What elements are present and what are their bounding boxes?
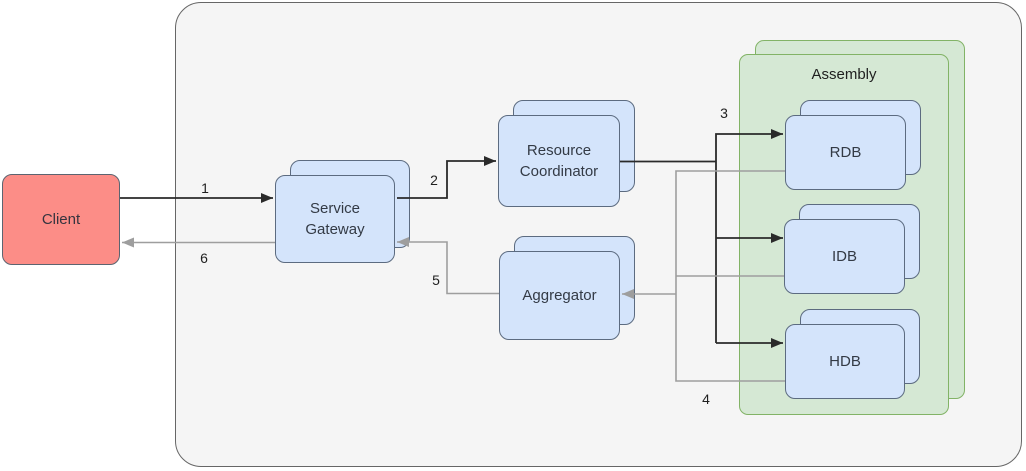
idb-label: IDB [831,248,857,265]
aggregator-label: Aggregator [522,287,597,304]
edge-4-label: 4 [702,391,710,407]
edge-5-label: 5 [432,272,440,288]
service-gateway-node: Service Gateway [275,175,395,263]
hdb-label: HDB [829,353,861,370]
idb-node: IDB [784,219,905,294]
client-label: Client [41,211,81,228]
assembly-label: Assembly [811,66,877,83]
resource-coordinator-label: Resource Coordinator [519,142,599,180]
aggregator-node: Aggregator [499,251,620,340]
edge-3-label: 3 [720,105,728,121]
rdb-node: RDB [785,115,906,190]
rdb-label: RDB [829,144,862,161]
hdb-node: HDB [785,324,905,399]
resource-coordinator-node: Resource Coordinator [498,115,620,207]
edge-6-label: 6 [200,250,208,266]
client-node: Client [2,174,120,265]
edge-2-label: 2 [430,172,438,188]
edge-1-label: 1 [201,180,209,196]
service-gateway-label: Service Gateway [305,200,365,238]
